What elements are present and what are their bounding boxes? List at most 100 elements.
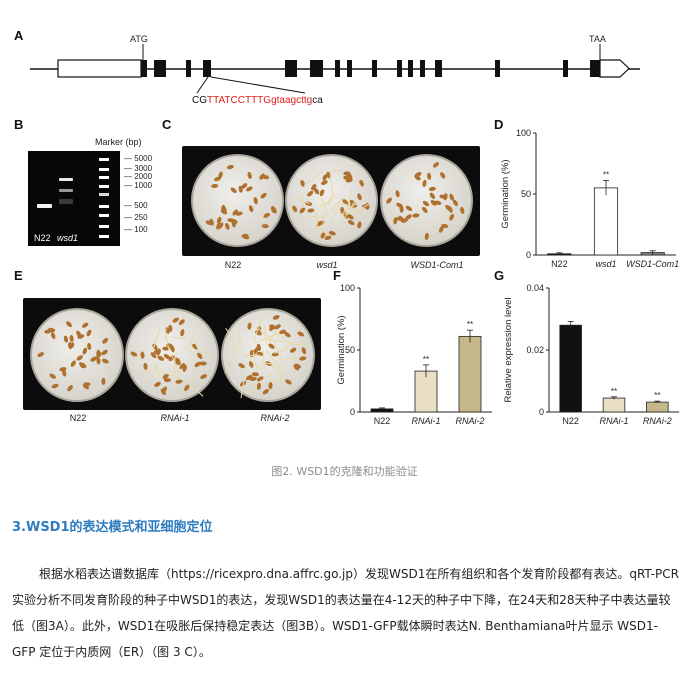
- seed: [300, 179, 305, 187]
- sprout: [253, 317, 263, 343]
- seed: [260, 192, 267, 199]
- seed: [49, 373, 56, 379]
- sprout: [273, 341, 283, 363]
- seed: [179, 363, 186, 370]
- x-tick-label: N22: [562, 416, 579, 426]
- seed: [184, 384, 190, 391]
- seed: [430, 199, 437, 206]
- sprout: [269, 328, 278, 343]
- seed: [279, 329, 287, 335]
- sprout: [151, 364, 159, 374]
- exon-box: [563, 60, 568, 77]
- seed: [197, 352, 203, 359]
- sprout: [259, 361, 284, 367]
- seed: [322, 174, 328, 181]
- seed: [69, 342, 75, 349]
- seed: [245, 375, 253, 381]
- plate-label-e-1: N22: [69, 413, 87, 423]
- exon-box: [285, 60, 297, 77]
- seed: [238, 185, 243, 193]
- sprout: [322, 210, 325, 231]
- seed: [251, 372, 259, 377]
- body-paragraph: 根据水稻表达谱数据库（https://ricexpro.dna.affrc.go…: [12, 567, 679, 659]
- gel-band-wsd1-upper: [59, 178, 73, 181]
- seed: [343, 175, 351, 180]
- seed: [342, 199, 349, 206]
- seed: [162, 346, 170, 351]
- plate-label-c-2: wsd1: [316, 260, 338, 270]
- panel-label-e: E: [14, 268, 23, 283]
- sprout: [173, 336, 188, 340]
- seed: [347, 220, 355, 226]
- plate-wsd1-com1: [380, 154, 473, 247]
- seed: [175, 379, 183, 384]
- seed: [209, 218, 214, 226]
- y-tick-label: 0: [526, 250, 531, 260]
- sprout: [189, 334, 194, 347]
- seed: [225, 222, 230, 230]
- seed: [289, 347, 297, 353]
- sprout: [164, 327, 167, 341]
- seed: [96, 349, 101, 357]
- sequence-suffix: ca: [312, 95, 323, 106]
- seed: [307, 190, 314, 197]
- plate-n22-c: [191, 154, 284, 247]
- sprout: [295, 197, 310, 205]
- seed: [220, 209, 228, 215]
- plate-n22-e: [30, 308, 124, 402]
- panel-label-b: B: [14, 117, 24, 132]
- seed: [76, 355, 83, 361]
- atg-label: ATG: [130, 34, 148, 44]
- seed: [172, 317, 179, 323]
- seed: [432, 162, 440, 168]
- seed: [357, 221, 362, 229]
- seed: [218, 222, 224, 229]
- seed: [405, 205, 413, 212]
- sprout: [186, 347, 198, 357]
- seed: [199, 361, 207, 366]
- seed: [449, 213, 455, 221]
- sprout: [347, 187, 353, 209]
- sprout: [241, 353, 262, 370]
- exon-box: [347, 60, 352, 77]
- gel-marker-size-label: — 3000: [124, 164, 153, 173]
- seed-layer-e: [37, 315, 312, 399]
- seed: [359, 179, 364, 187]
- seed: [452, 199, 458, 207]
- seed: [307, 208, 315, 213]
- sprout: [343, 202, 363, 215]
- seed: [67, 385, 73, 392]
- seed: [82, 383, 89, 390]
- seed: [70, 360, 76, 367]
- seed: [96, 357, 101, 365]
- gel-marker-lane: [99, 156, 109, 242]
- sprout: [291, 354, 297, 364]
- seed: [69, 334, 74, 343]
- utr5-box: [57, 59, 142, 78]
- seed: [86, 329, 92, 337]
- seed: [154, 381, 161, 387]
- seed: [320, 231, 326, 239]
- sprout: [266, 350, 283, 372]
- seed: [101, 349, 108, 356]
- seed: [434, 200, 442, 205]
- y-tick-label: 100: [516, 128, 531, 138]
- seed: [140, 351, 145, 359]
- seed: [328, 231, 336, 236]
- seed: [294, 363, 302, 369]
- y-axis-title: Relative expression level: [503, 297, 514, 402]
- sprout: [258, 328, 274, 342]
- sprout: [288, 341, 306, 344]
- seed: [247, 171, 252, 180]
- seed: [242, 234, 250, 240]
- utr3-arrow: [599, 59, 630, 78]
- seed: [299, 356, 307, 361]
- plate-rnai-2: [221, 308, 315, 402]
- exon-box: [397, 60, 402, 77]
- seed: [395, 190, 400, 198]
- sprout: [313, 217, 319, 243]
- seed: [170, 345, 175, 353]
- gel-lane-label-wsd1: wsd1: [57, 233, 79, 243]
- seed: [357, 193, 362, 201]
